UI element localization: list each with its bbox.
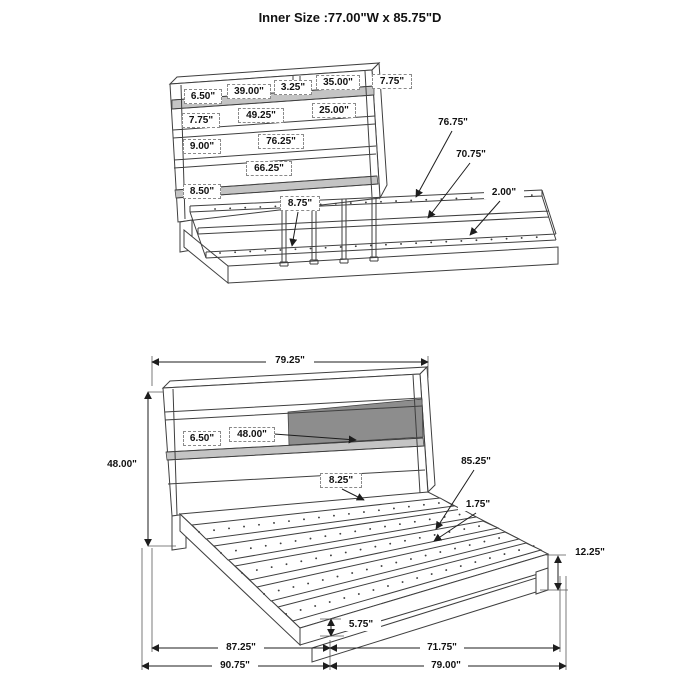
dim-top-row2-left-width: 49.25" bbox=[238, 108, 284, 123]
dim-top-row5-height: 8.50" bbox=[183, 184, 221, 199]
leader-rail-outer-length bbox=[415, 130, 453, 198]
dim-bottom-foot-height: 12.25" bbox=[566, 546, 614, 559]
dim-top-rail-outer-length: 76.75" bbox=[430, 116, 476, 129]
bottom-slat-3 bbox=[233, 520, 500, 581]
top-platform-rails bbox=[189, 189, 557, 259]
top-platform bbox=[183, 189, 559, 285]
bottom-slat-4 bbox=[256, 531, 521, 602]
dim-top-shelf-left-depth: 6.50" bbox=[184, 89, 222, 104]
dim-bottom-headboard-width: 79.25" bbox=[266, 354, 314, 367]
dim-top-row2-height: 7.75" bbox=[182, 113, 220, 128]
bottom-platform bbox=[178, 491, 550, 663]
leader-shelf-width bbox=[273, 433, 357, 444]
top-plinth-front-face bbox=[227, 246, 559, 284]
inner-size-title: Inner Size :77.00"W x 85.75"D bbox=[258, 10, 442, 25]
dim-bottom-shelf-height: 6.50" bbox=[183, 431, 221, 446]
dim-top-rail-inner-length: 70.75" bbox=[448, 148, 494, 161]
bottom-open-shelf-cavity bbox=[287, 398, 424, 446]
bottom-headboard-shelf-lines bbox=[164, 374, 426, 516]
leader-deck-length bbox=[435, 469, 475, 530]
top-dimension-leaders bbox=[289, 130, 501, 247]
dim-top-top-depth: 7.75" bbox=[372, 74, 412, 89]
dim-top-row3-width: 76.25" bbox=[258, 134, 304, 149]
dim-bottom-deck-height: 8.25" bbox=[320, 473, 362, 488]
dim-top-rail-thickness: 2.00" bbox=[484, 186, 524, 199]
leader-deck-height bbox=[341, 488, 365, 501]
bottom-slat-2 bbox=[212, 508, 478, 561]
top-platform-support-legs bbox=[279, 198, 379, 267]
dim-bottom-overall-length: 90.75" bbox=[212, 659, 258, 672]
dim-bottom-shelf-width: 48.00" bbox=[229, 427, 275, 442]
leader-rail-thickness bbox=[469, 200, 501, 236]
dim-top-row4-width: 66.25" bbox=[246, 161, 292, 176]
dim-bottom-inner-length: 87.25" bbox=[218, 641, 264, 654]
dim-bottom-foot-overall-length: 79.00" bbox=[424, 659, 468, 672]
bottom-slat-1 bbox=[190, 497, 456, 540]
dim-bottom-base-height: 5.75" bbox=[341, 618, 381, 631]
leader-slat-gap bbox=[289, 211, 299, 247]
dim-bottom-headboard-height: 48.00" bbox=[100, 458, 144, 471]
leader-rail-inner-length bbox=[427, 162, 471, 219]
leader-slat-thickness bbox=[433, 512, 477, 542]
dim-bottom-slat-thickness: 1.75" bbox=[458, 498, 498, 511]
dim-top-row3-height: 9.00" bbox=[183, 139, 221, 154]
dim-top-slat-gap: 8.75" bbox=[280, 196, 320, 211]
dim-top-row2-right-width: 25.00" bbox=[312, 103, 356, 118]
dim-top-shelf-right-width: 35.00" bbox=[316, 75, 360, 90]
dim-bottom-deck-length: 85.25" bbox=[452, 455, 500, 468]
dim-top-shelf-left-width: 39.00" bbox=[227, 84, 271, 99]
dim-top-shelf-divider: 3.25" bbox=[274, 80, 312, 95]
dim-bottom-foot-inner-length: 71.75" bbox=[420, 641, 464, 654]
